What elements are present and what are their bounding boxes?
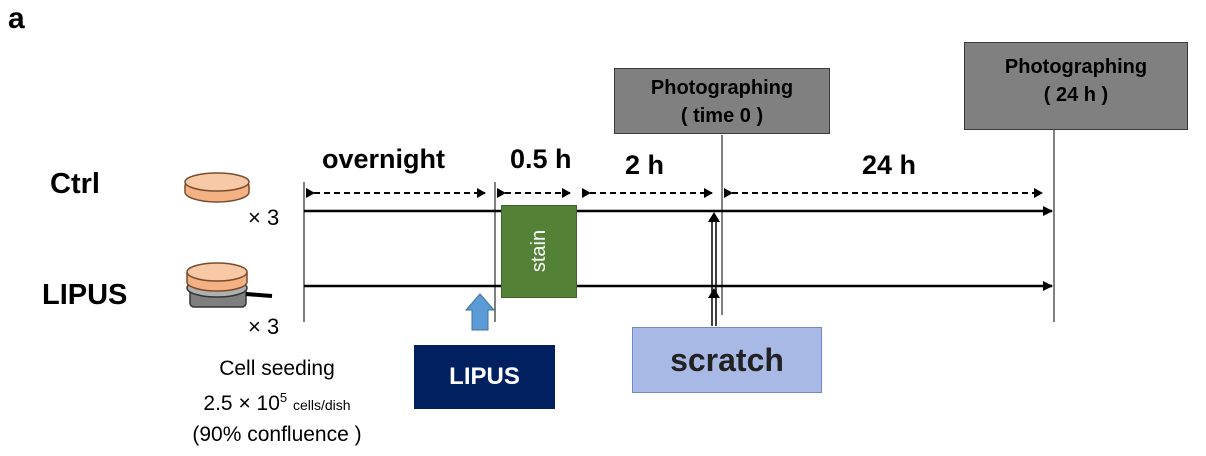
ctrl-replicate-count: × 3: [248, 205, 280, 230]
panel-letter: a: [8, 2, 25, 35]
seeding-density: 2.5 × 105 cells/dish: [162, 383, 392, 420]
photographing-time0-sub: ( time 0 ): [680, 105, 764, 127]
interval-two-hour-label: 2 h: [625, 150, 665, 180]
lipus-step-box: LIPUS: [414, 345, 555, 409]
interval-24-hour-label: 24 h: [862, 150, 917, 180]
photographing-24h-title: Photographing: [1004, 56, 1148, 78]
density-exponent: 5: [279, 390, 288, 405]
seeding-title: Cell seeding: [219, 357, 335, 380]
photographing-24h-sub: ( 24 h ): [1043, 84, 1109, 106]
photographing-24h-box: Photographing ( 24 h ): [964, 42, 1188, 130]
photographing-time0-box: Photographing ( time 0 ): [614, 68, 830, 134]
seeding-confluence: (90% confluence ): [192, 423, 362, 446]
interval-overnight-label: overnight: [322, 144, 446, 174]
stain-step-label: stain: [528, 229, 550, 273]
lipus-dish-icon: [186, 262, 273, 308]
scratch-lipus-arrowhead: [708, 288, 720, 298]
ctrl-dish-icon: [184, 172, 250, 203]
scratch-ctrl-arrowhead: [708, 212, 720, 222]
interval-half-hour-label: 0.5 h: [510, 144, 572, 174]
photographing-time0-title: Photographing: [650, 77, 794, 99]
cell-seeding-note: Cell seeding 2.5 × 105 cells/dish (90% c…: [162, 354, 392, 449]
lipus-up-arrow-icon: [464, 293, 496, 331]
lipus-replicate-count: × 3: [248, 314, 280, 339]
stain-step-box: [501, 205, 577, 298]
density-unit: cells/dish: [292, 397, 351, 413]
ctrl-group-label: Ctrl: [50, 168, 100, 200]
scratch-step-box: scratch: [632, 327, 822, 393]
density-value: 2.5 × 10: [203, 392, 280, 415]
lipus-group-label: LIPUS: [42, 279, 128, 311]
